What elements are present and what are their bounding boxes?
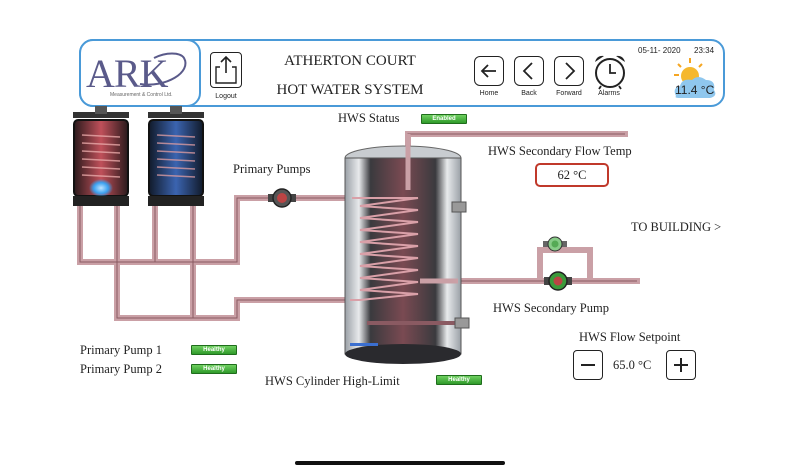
site-title: ATHERTON COURT (284, 53, 416, 69)
secondary-pump-duty (544, 271, 572, 291)
primary-pump-2-label: Primary Pump 2 (80, 362, 162, 376)
outside-temp: 11.4 °C (675, 83, 715, 97)
alarm-clock-icon (595, 55, 625, 90)
secondary-pump-label: HWS Secondary Pump (493, 301, 609, 315)
share-out-icon (215, 55, 237, 84)
home-label: Home (479, 90, 499, 97)
boiler-1 (73, 106, 129, 206)
time-display: 23:34 (694, 46, 715, 55)
logo-subtext: Measurement & Control Ltd. (110, 92, 173, 98)
flow-setpoint-label: HWS Flow Setpoint (579, 330, 681, 344)
logout-button[interactable] (210, 52, 242, 88)
alarms-button[interactable] (591, 52, 629, 90)
system-title: HOT WATER SYSTEM (276, 82, 424, 98)
boiler-2 (148, 106, 204, 206)
forward-label: Forward (556, 90, 582, 97)
logo-swoosh-icon (139, 52, 187, 86)
hws-status-label: HWS Status (338, 111, 400, 125)
to-building-label: TO BUILDING > (631, 220, 722, 234)
alarms-label: Alarms (598, 90, 620, 97)
chevron-right-icon (565, 62, 576, 80)
setpoint-increase-button[interactable] (666, 350, 696, 380)
primary-pump-1-status: Healthy (191, 345, 237, 355)
home-button[interactable] (474, 56, 504, 86)
primary-pump-2-status: Healthy (191, 364, 237, 374)
back-label: Back (521, 90, 537, 97)
setpoint-decrease-button[interactable] (573, 350, 603, 380)
hws-cylinder (344, 134, 470, 364)
secondary-flow-temp-label: HWS Secondary Flow Temp (488, 144, 632, 158)
hws-status-badge: Enabled (421, 114, 467, 124)
primary-pumps-label: Primary Pumps (233, 162, 311, 176)
back-button[interactable] (514, 56, 544, 86)
cylinder-high-limit-status: Healthy (436, 375, 482, 385)
flow-setpoint-value: 65.0 °C (613, 358, 652, 372)
primary-pump-1-label: Primary Pump 1 (80, 343, 162, 357)
cylinder-high-limit-label: HWS Cylinder High-Limit (265, 374, 400, 388)
partly-sunny-icon (674, 58, 716, 98)
forward-button[interactable] (554, 56, 584, 86)
arrow-left-icon (480, 64, 496, 78)
date-display: 05-11- 2020 (638, 46, 681, 55)
home-indicator[interactable] (295, 461, 505, 465)
minus-icon (581, 364, 595, 366)
plus-icon (674, 358, 688, 372)
secondary-flow-temp-value: 62 °C (535, 163, 609, 187)
secondary-pump-standby (543, 236, 567, 252)
logout-label: Logout (215, 93, 237, 100)
primary-pump (268, 188, 296, 208)
chevron-left-icon (522, 62, 533, 80)
